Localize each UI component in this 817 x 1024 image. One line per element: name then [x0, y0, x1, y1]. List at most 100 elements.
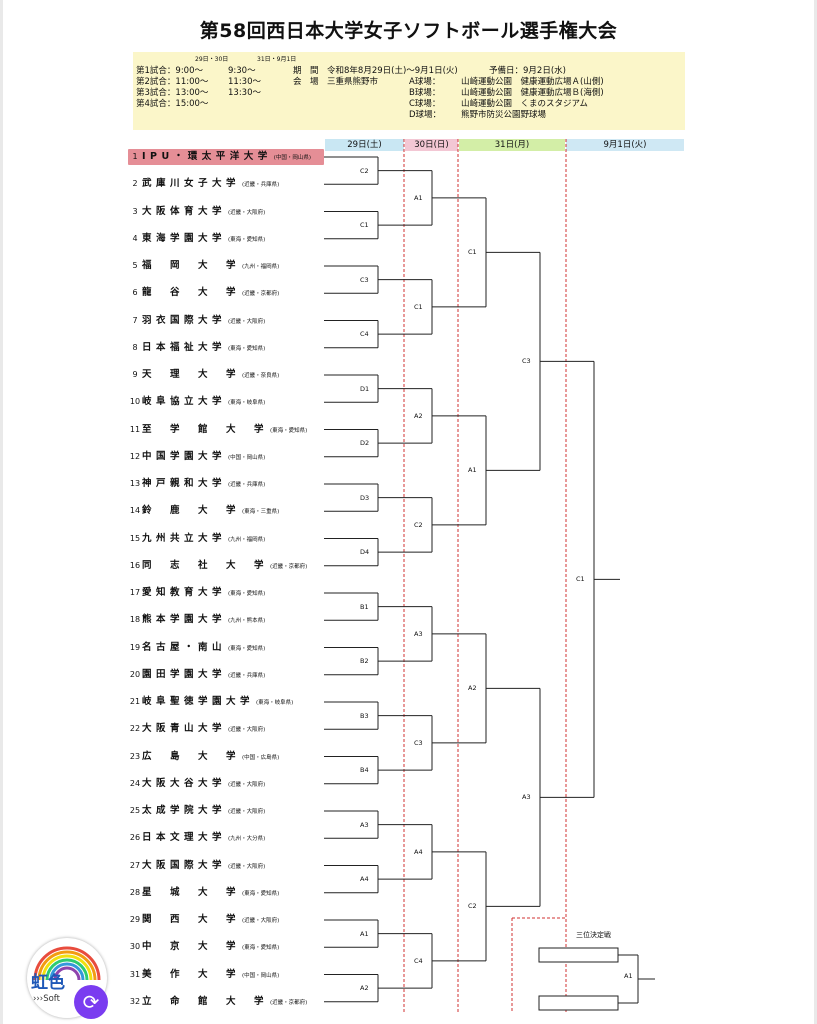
team-seed: 7	[132, 315, 138, 325]
team-region: (九州・福岡県)	[242, 264, 280, 270]
team-name: 中 京 大 学	[142, 941, 241, 953]
team-name: 太成学院大学	[142, 805, 227, 816]
team-seed: 18	[129, 615, 141, 625]
day-header-1: 29日(土)	[325, 139, 404, 151]
team-name: 星 城 大 学	[142, 886, 241, 898]
team-name: 熊本学園大学	[142, 614, 227, 626]
team-region: (近畿・京都府)	[270, 999, 308, 1006]
team-seed: 27	[129, 860, 141, 870]
match-label: A4	[414, 847, 423, 856]
match-label: A3	[414, 629, 423, 638]
team-seed: 30	[129, 942, 141, 952]
venue-value: 三重県熊野市	[327, 77, 379, 87]
team-seed: 26	[129, 833, 141, 843]
field-d-name: D球場：	[409, 110, 442, 120]
field-b-value: 山崎運動公園 健康運動広場Ｂ(海側)	[461, 88, 604, 98]
sync-icon: ⟳	[82, 990, 100, 1014]
third-place-slot-1	[538, 947, 619, 963]
team-name: 至 学 館 大 学	[142, 423, 269, 435]
team-region: (近畿・京都府)	[242, 291, 280, 298]
team-name: 立 命 館 大 学	[142, 995, 269, 1007]
date-header-1: 29日・30日	[195, 56, 229, 63]
match-label: D3	[360, 493, 370, 502]
game-time-3b: 13:30～	[228, 88, 261, 98]
match-label: A2	[468, 684, 477, 693]
team-region: (東海・愛知県)	[228, 591, 266, 597]
logo-text: 虹色	[31, 973, 65, 993]
team-region: (中国・岡山県)	[228, 454, 266, 461]
match-label: C3	[360, 275, 369, 284]
match-label: C1	[414, 302, 423, 311]
team-name: 大阪大谷大学	[142, 777, 227, 789]
team-name: 鈴 鹿 大 学	[142, 505, 241, 517]
match-label: D1	[360, 384, 370, 393]
match-label: A2	[414, 411, 423, 420]
team-region: (東海・三重県)	[242, 509, 280, 516]
team-seed: 15	[129, 533, 141, 543]
page-edge-left	[0, 0, 3, 1024]
team-seed: 4	[132, 233, 138, 243]
team-seed: 21	[129, 697, 141, 706]
third-place-slot-2	[538, 995, 619, 1011]
field-c-value: 山崎運動公園 くまのスタジアム	[461, 99, 588, 109]
team-name: 龍 谷 大 学	[142, 287, 241, 299]
team-name: 武庫川女子大学	[142, 178, 241, 190]
team-region: (東海・愛知県)	[228, 345, 266, 352]
team-region: (東海・愛知県)	[242, 890, 280, 897]
field-c-name: C球場：	[409, 99, 441, 109]
team-region: (東海・愛知県)	[242, 945, 280, 952]
team-seed: 16	[129, 560, 141, 570]
team-region: (九州・熊本県)	[228, 618, 266, 625]
team-name: 広 島 大 学	[142, 750, 241, 762]
team-name: 名古屋・南山	[142, 641, 227, 653]
team-region: (九州・福岡県)	[228, 536, 266, 543]
team-seed: 20	[129, 669, 141, 679]
day-header-3: 31日(月)	[459, 139, 565, 151]
team-seed: 31	[129, 969, 141, 979]
team-region: (近畿・兵庫県)	[228, 672, 266, 679]
game-time-2b: 11:30～	[228, 77, 261, 87]
team-name: 大阪国際大学	[142, 859, 227, 871]
game-time-1b: 9:30～	[228, 66, 256, 76]
team-seed: 17	[129, 588, 141, 597]
team-name: 神戸親和大学	[142, 478, 227, 489]
rainbow-icon	[33, 946, 101, 980]
third-place-game: A1	[624, 972, 633, 980]
team-region: (東海・岐阜県)	[256, 700, 294, 706]
match-label: C2	[468, 902, 477, 911]
match-label: A1	[360, 929, 369, 938]
schedule-info-box: 29日・30日 31日・9月1日 第1試合：9:00～ 9:30～ 第2試合：1…	[133, 52, 685, 130]
tournament-title: 第58回西日本大学女子ソフトボール選手権大会	[199, 20, 618, 42]
match-label: A3	[360, 820, 369, 829]
team-name: 中国学園大学	[142, 450, 227, 462]
field-a-name: A球場：	[409, 77, 441, 87]
team-name: 美 作 大 学	[142, 968, 241, 980]
team-seed: 25	[129, 806, 141, 815]
team-region: (近畿・兵庫県)	[242, 182, 280, 189]
match-label: C1	[360, 221, 369, 230]
sync-button[interactable]: ⟳	[74, 985, 108, 1019]
team-seed: 11	[129, 424, 141, 434]
team-name: 園田学園大学	[142, 668, 227, 680]
venue-label: 会 場	[293, 77, 319, 87]
match-label: A1	[468, 466, 477, 475]
team-name: 日本福祉大学	[142, 341, 227, 353]
match-label: C3	[522, 357, 531, 366]
team-name: 九州共立大学	[142, 532, 227, 544]
game-time-1: 第1試合：9:00～	[136, 66, 203, 76]
